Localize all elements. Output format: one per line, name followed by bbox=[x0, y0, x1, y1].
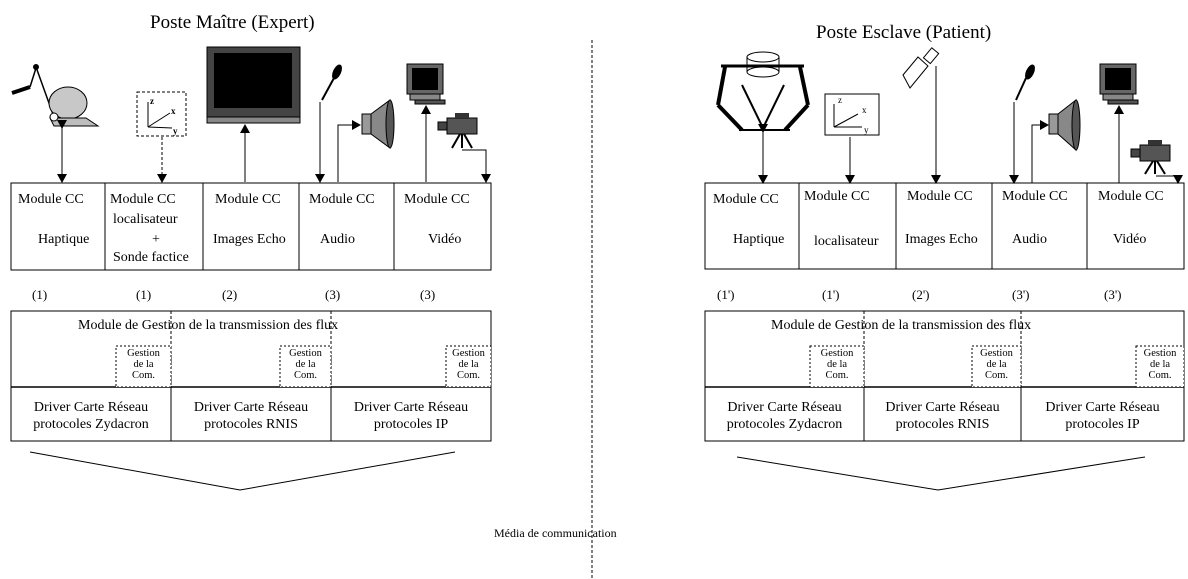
master-number-3: (2) bbox=[222, 287, 238, 302]
svg-text:z: z bbox=[150, 96, 154, 106]
slave-gestion-box-3 bbox=[1135, 345, 1185, 388]
master-title: Poste Maître (Expert) bbox=[150, 12, 315, 33]
slave-funnel bbox=[736, 456, 1146, 491]
haptic-arm-icon bbox=[11, 64, 100, 127]
master-funnel bbox=[29, 451, 456, 491]
slave-number-1: (1') bbox=[717, 287, 735, 302]
master-number-4: (3) bbox=[325, 287, 341, 302]
slave-number-5: (3') bbox=[1104, 287, 1122, 302]
slave-arrow-camera bbox=[1156, 175, 1183, 184]
slave-video-camera-icon bbox=[1130, 140, 1171, 175]
slave-module-localizer-l2: localisateur bbox=[814, 234, 879, 249]
master-module-echo-l2: Images Echo bbox=[213, 232, 286, 247]
master-module-audio-l1: Module CC bbox=[309, 192, 375, 207]
master-gestion-box-2 bbox=[279, 345, 332, 388]
slave-module-haptic-l2: Haptique bbox=[733, 232, 785, 247]
master-module-echo-l1: Module CC bbox=[215, 192, 281, 207]
master-module-localizer-l4: Sonde factice bbox=[113, 250, 189, 265]
master-module-haptic-l2: Haptique bbox=[38, 232, 90, 247]
svg-text:x: x bbox=[171, 106, 176, 116]
video-camera-icon bbox=[437, 113, 478, 149]
master-module-haptic-l1: Module CC bbox=[18, 192, 84, 207]
slave-speaker-icon bbox=[1048, 98, 1081, 152]
svg-text:y: y bbox=[173, 126, 178, 136]
master-flux-label: Module de Gestion de la transmission des… bbox=[78, 318, 339, 333]
svg-text:x: x bbox=[862, 105, 867, 115]
master-gestion-box-1 bbox=[115, 345, 172, 388]
slave-module-haptic-l1: Module CC bbox=[713, 192, 779, 207]
video-monitor-icon bbox=[406, 63, 446, 105]
microphone-icon bbox=[321, 64, 342, 101]
echo-monitor-icon bbox=[206, 46, 301, 124]
slave-module-boxes bbox=[704, 182, 1185, 270]
master-module-audio-l2: Audio bbox=[320, 232, 355, 247]
svg-text:y: y bbox=[864, 125, 869, 135]
slave-module-echo-l1: Module CC bbox=[907, 189, 973, 204]
master-module-localizer-l1: Module CC bbox=[110, 192, 176, 207]
slave-module-audio-l2: Audio bbox=[1012, 232, 1047, 247]
svg-text:z: z bbox=[838, 95, 842, 105]
slave-microphone-icon bbox=[1015, 64, 1035, 101]
slave-number-3: (2') bbox=[912, 287, 930, 302]
master-module-video-l2: Vidéo bbox=[428, 232, 462, 247]
slave-video-monitor-icon bbox=[1099, 63, 1139, 105]
slave-localizer-icon: z x y bbox=[824, 93, 880, 136]
slave-number-2: (1') bbox=[822, 287, 840, 302]
slave-gestion-box-2 bbox=[971, 345, 1022, 388]
master-gestion-box-3 bbox=[445, 345, 492, 388]
slave-module-video-l1: Module CC bbox=[1098, 189, 1164, 204]
master-module-boxes bbox=[10, 182, 492, 271]
slave-module-video-l2: Vidéo bbox=[1113, 232, 1147, 247]
ultrasound-probe-icon bbox=[902, 47, 940, 89]
master-module-localizer-l3: + bbox=[152, 232, 160, 247]
slave-module-localizer-l1: Module CC bbox=[804, 189, 870, 204]
master-number-5: (3) bbox=[420, 287, 436, 302]
master-module-localizer-l2: localisateur bbox=[113, 212, 178, 227]
haptic-platform-icon bbox=[716, 51, 810, 132]
master-number-2: (1) bbox=[136, 287, 152, 302]
master-number-1: (1) bbox=[32, 287, 48, 302]
media-label: Média de communication bbox=[494, 526, 617, 540]
slave-module-audio-l1: Module CC bbox=[1002, 189, 1068, 204]
arrow-camera bbox=[462, 149, 491, 183]
slave-number-4: (3') bbox=[1012, 287, 1030, 302]
arrow-speaker bbox=[337, 120, 361, 182]
master-module-video-l1: Module CC bbox=[404, 192, 470, 207]
localizer-icon: z x y bbox=[136, 91, 187, 137]
slave-flux-label: Module de Gestion de la transmission des… bbox=[771, 318, 1032, 333]
slave-module-echo-l2: Images Echo bbox=[905, 232, 978, 247]
speaker-icon bbox=[361, 99, 395, 149]
slave-arrow-speaker bbox=[1031, 120, 1049, 183]
slave-title: Poste Esclave (Patient) bbox=[816, 22, 992, 43]
slave-gestion-box-1 bbox=[809, 345, 865, 388]
